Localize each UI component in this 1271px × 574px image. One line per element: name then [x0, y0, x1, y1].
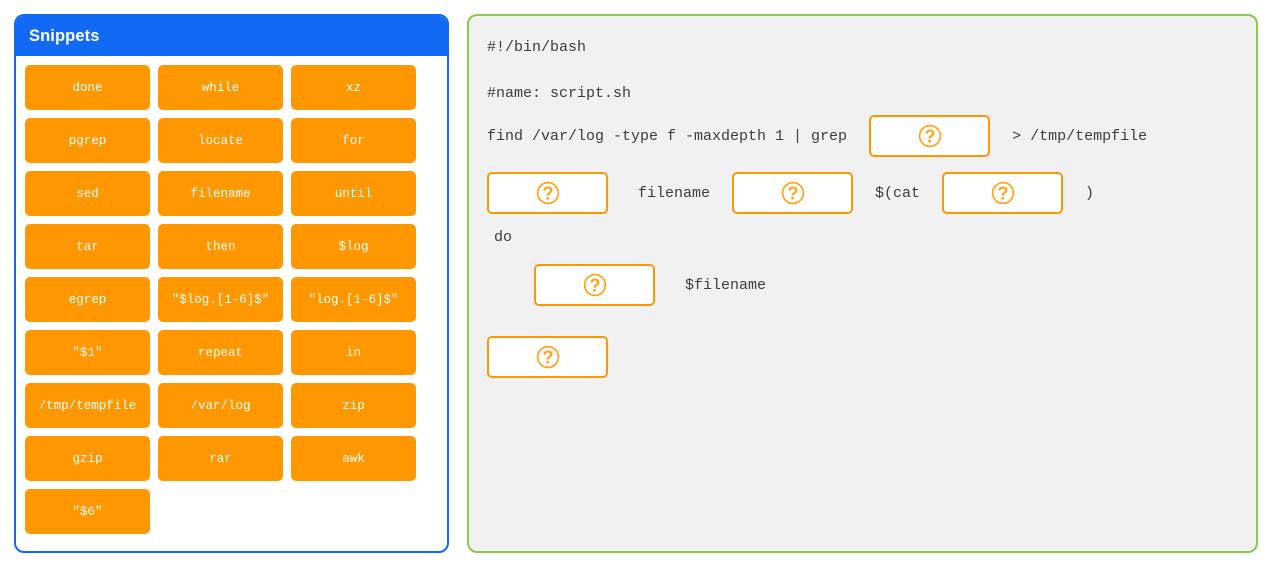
snippet-tile[interactable]: tar: [25, 224, 150, 269]
drop-slot-cat-target[interactable]: ?: [942, 172, 1064, 214]
question-mark-icon: ?: [991, 181, 1014, 205]
snippet-tile[interactable]: done: [25, 65, 150, 110]
code-line-find: find /var/log -type f -maxdepth 1 | grep…: [487, 115, 1256, 157]
svg-text:?: ?: [924, 126, 935, 146]
snippet-tile[interactable]: until: [291, 171, 416, 216]
code-text: find /var/log -type f -maxdepth 1 | grep: [487, 127, 848, 145]
drop-slot-loop-in[interactable]: ?: [732, 172, 854, 214]
svg-text:?: ?: [997, 183, 1008, 203]
code-lines-container: #!/bin/bash #name: script.sh find /var/l…: [469, 16, 1256, 551]
code-text: #name: script.sh: [487, 84, 632, 102]
code-text: filename: [638, 184, 711, 202]
snippet-tile[interactable]: gzip: [25, 436, 150, 481]
snippets-panel-header: Snippets: [16, 16, 447, 56]
svg-text:?: ?: [787, 183, 798, 203]
snippet-tile[interactable]: zip: [291, 383, 416, 428]
drop-slot-body-command[interactable]: ?: [534, 264, 655, 306]
snippet-tile[interactable]: filename: [158, 171, 283, 216]
snippet-tile[interactable]: pgrep: [25, 118, 150, 163]
snippet-tile[interactable]: repeat: [158, 330, 283, 375]
page-title: Snippets: [29, 26, 100, 45]
code-text: $(cat: [875, 184, 921, 202]
code-editor-panel: #!/bin/bash #name: script.sh find /var/l…: [467, 14, 1258, 553]
svg-text:?: ?: [542, 183, 553, 203]
snippet-tile[interactable]: awk: [291, 436, 416, 481]
snippet-tile[interactable]: "log.[1-6]$": [291, 277, 416, 322]
snippet-tile[interactable]: xz: [291, 65, 416, 110]
snippet-tile[interactable]: in: [291, 330, 416, 375]
snippet-tile[interactable]: "$6": [25, 489, 150, 534]
code-text: do: [494, 228, 513, 246]
code-text: > /tmp/tempfile: [1012, 127, 1148, 145]
snippet-tile[interactable]: "$1": [25, 330, 150, 375]
code-line-name-comment: #name: script.sh: [487, 82, 1256, 104]
question-mark-icon: ?: [583, 273, 606, 297]
code-line-body: ? $filename: [487, 264, 1256, 306]
code-text: ): [1085, 184, 1095, 202]
question-mark-icon: ?: [536, 345, 559, 369]
code-line-do: do: [487, 226, 1256, 248]
code-line-done: ?: [487, 336, 1256, 378]
snippet-tile[interactable]: $log: [291, 224, 416, 269]
svg-text:?: ?: [542, 347, 553, 367]
drop-slot-grep-pattern[interactable]: ?: [869, 115, 991, 157]
snippet-tile[interactable]: locate: [158, 118, 283, 163]
snippet-tile[interactable]: sed: [25, 171, 150, 216]
question-mark-icon: ?: [781, 181, 804, 205]
snippets-tile-grid: done while xz pgrep locate for sed filen…: [16, 56, 447, 534]
drop-slot-loop-keyword[interactable]: ?: [487, 172, 608, 214]
svg-text:?: ?: [589, 275, 600, 295]
drop-slot-done-keyword[interactable]: ?: [487, 336, 608, 378]
snippet-tile[interactable]: /var/log: [158, 383, 283, 428]
code-text: #!/bin/bash: [487, 38, 587, 56]
code-line-loop-header: ? filename ? $(cat ? ): [487, 172, 1256, 214]
code-text: $filename: [685, 276, 767, 294]
snippet-tile[interactable]: rar: [158, 436, 283, 481]
snippet-tile[interactable]: "$log.[1-6]$": [158, 277, 283, 322]
snippet-tile[interactable]: /tmp/tempfile: [25, 383, 150, 428]
snippet-tile[interactable]: egrep: [25, 277, 150, 322]
snippet-tile[interactable]: then: [158, 224, 283, 269]
snippet-tile[interactable]: while: [158, 65, 283, 110]
question-mark-icon: ?: [536, 181, 559, 205]
question-mark-icon: ?: [918, 124, 941, 148]
snippet-tile[interactable]: for: [291, 118, 416, 163]
code-line-shebang: #!/bin/bash: [487, 36, 1256, 58]
snippets-panel: Snippets done while xz pgrep locate for …: [14, 14, 449, 553]
